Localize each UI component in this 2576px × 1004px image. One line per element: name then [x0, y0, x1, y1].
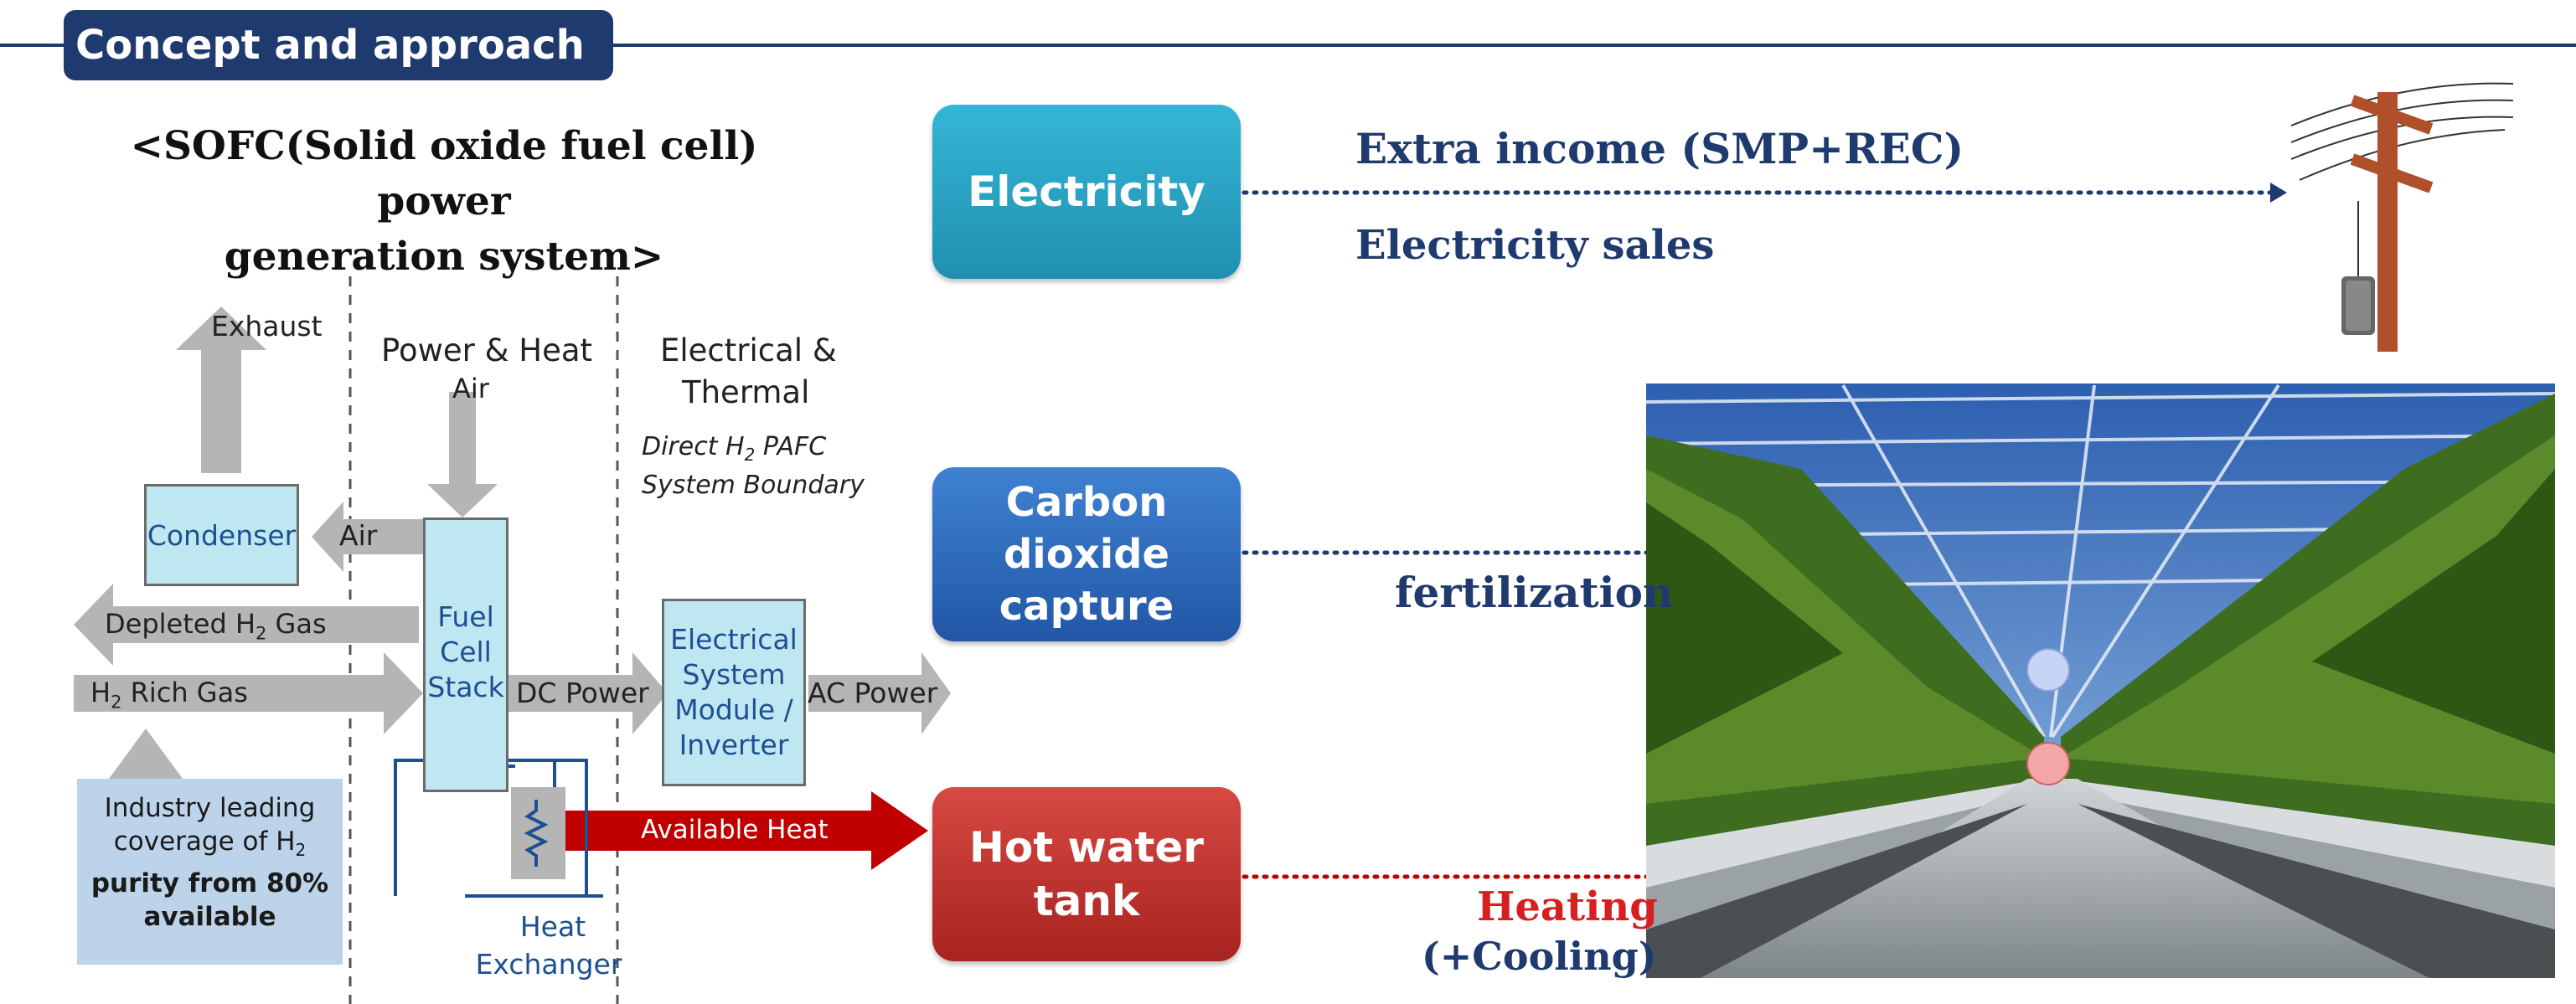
- greenhouse-photo: [1645, 384, 2556, 978]
- depleted-gas-sub: 2: [256, 623, 267, 644]
- boundary-label-1: Direct H2 PAFC: [642, 432, 826, 465]
- carbon-capture-box: Carbon dioxide capture: [932, 467, 1241, 641]
- boundary-label-1-sub: 2: [744, 445, 756, 465]
- industry-line-1: Industry leading: [104, 793, 316, 823]
- exhaust-label: Exhaust: [211, 310, 323, 342]
- industry-line-2-sub: 2: [295, 840, 307, 861]
- co2-marker: [2026, 648, 2070, 692]
- esm-label-2: System: [682, 658, 786, 691]
- rich-gas-sub: 2: [111, 692, 122, 713]
- fertilization-label: fertilization: [1395, 568, 1674, 617]
- header-rule: [0, 44, 2576, 47]
- heat-exchanger-block: [511, 787, 565, 879]
- hx-coil: [524, 800, 549, 867]
- electricity-label: Electricity: [968, 167, 1205, 216]
- utility-pole-illustration: [2290, 82, 2514, 352]
- condenser-box: Condenser: [144, 484, 299, 586]
- industry-line-4: available: [143, 902, 276, 933]
- sofc-title-line2: generation system>: [224, 234, 664, 280]
- dc-power-label: DC Power: [516, 677, 649, 709]
- carbon-label-3: capture: [999, 583, 1174, 630]
- boundary-label-2: System Boundary: [642, 471, 865, 500]
- electricity-sales-label: Electricity sales: [1355, 222, 1715, 269]
- industry-line-2-pre: coverage of H: [113, 826, 296, 857]
- depleted-gas-arrow: [74, 584, 419, 666]
- air-down-arrow: [427, 392, 498, 517]
- ac-power-label: AC Power: [808, 677, 938, 709]
- rich-gas-post: Rich Gas: [121, 677, 248, 708]
- hot-water-label-1: Hot water: [969, 823, 1204, 872]
- elec-thermal-label-1: Electrical &: [660, 332, 837, 368]
- ac-power-arrow: [808, 652, 951, 734]
- esm-label-4: Inverter: [679, 729, 789, 761]
- heat-exchanger-label-1: Heat: [519, 910, 586, 943]
- fuel-cell-label-3: Stack: [427, 671, 504, 703]
- industry-line-3: purity from 80%: [90, 868, 329, 899]
- power-heat-label: Power & Heat: [381, 332, 593, 368]
- sofc-title-line1: <SOFC(Solid oxide fuel cell) power: [130, 123, 758, 224]
- industry-text: Industry leading coverage of H2 purity f…: [77, 791, 343, 934]
- heat-marker: [2026, 742, 2070, 785]
- air-top-label: Air: [452, 373, 489, 404]
- extra-income-label: Extra income (SMP+REC): [1355, 124, 1964, 173]
- heating-label: Heating: [1477, 883, 1658, 930]
- cooling-label: (+Cooling): [1422, 934, 1657, 979]
- available-heat-label: Available Heat: [641, 815, 829, 845]
- exhaust-arrow: [176, 306, 266, 473]
- heat-exchanger-label-2: Exchanger: [475, 948, 622, 981]
- esm-label-1: Electrical: [670, 623, 798, 656]
- esm-label-3: Module /: [674, 693, 793, 726]
- rich-gas-arrow: [74, 652, 423, 734]
- electrical-system-module-box: Electrical System Module / Inverter: [662, 599, 806, 786]
- fuel-cell-label-2: Cell: [440, 636, 492, 668]
- industry-box: [77, 779, 343, 965]
- electricity-connector-head: [2270, 183, 2287, 203]
- boundary-label-1-post: PAFC: [755, 432, 827, 461]
- fuel-cell-stack-box: Fuel Cell Stack: [423, 517, 508, 792]
- hot-water-label-2: tank: [1033, 877, 1140, 925]
- industry-pointer: [109, 729, 183, 779]
- depleted-gas-label: Depleted H2 Gas: [105, 608, 327, 643]
- industry-line-2: coverage of H2: [77, 825, 343, 867]
- rich-gas-label: H2 Rich Gas: [90, 677, 248, 712]
- sofc-title: <SOFC(Solid oxide fuel cell) power gener…: [67, 119, 821, 285]
- carbon-label-1: Carbon: [1005, 479, 1168, 526]
- depleted-gas-pre: Depleted H: [105, 608, 256, 640]
- dc-power-arrow: [462, 652, 668, 734]
- air-left-arrow: [312, 502, 423, 572]
- boundary-label-1-pre: Direct H: [642, 432, 745, 461]
- depleted-gas-post: Gas: [266, 608, 327, 640]
- hot-water-tank-box: Hot water tank: [932, 787, 1241, 961]
- elec-thermal-label-2: Thermal: [682, 374, 810, 410]
- fuel-cell-label-1: Fuel: [437, 600, 494, 633]
- carbon-label-2: dioxide: [1003, 531, 1170, 578]
- rich-gas-pre: H: [90, 677, 111, 708]
- electricity-box: Electricity: [932, 105, 1241, 279]
- section-title: Concept and approach: [64, 10, 613, 80]
- air-side-label: Air: [339, 519, 378, 552]
- condenser-label: Condenser: [147, 518, 297, 552]
- hx-pipe-right: [555, 759, 588, 896]
- available-heat-arrow: [565, 791, 928, 870]
